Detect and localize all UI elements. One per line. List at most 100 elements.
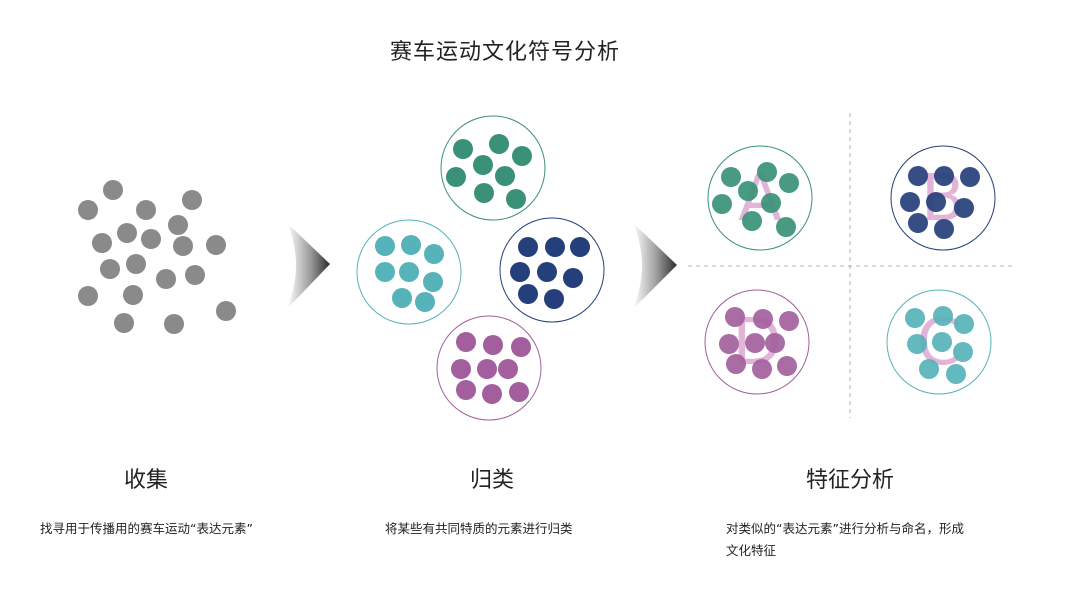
- cluster-dot: [489, 134, 509, 154]
- cluster-dot: [483, 335, 503, 355]
- quadrant-dot: [712, 194, 732, 214]
- cluster-dot: [456, 380, 476, 400]
- quadrant-dot: [757, 162, 777, 182]
- cluster-dot: [545, 237, 565, 257]
- gray-dot: [156, 269, 176, 289]
- cluster-dot: [506, 189, 526, 209]
- gray-dot: [141, 229, 161, 249]
- gray-dot: [216, 301, 236, 321]
- cluster-dot: [401, 235, 421, 255]
- gray-dot: [136, 200, 156, 220]
- cluster-dot: [424, 244, 444, 264]
- gray-dot: [182, 190, 202, 210]
- gray-dot: [185, 265, 205, 285]
- cluster-dot: [482, 384, 502, 404]
- quadrant-dot: [926, 192, 946, 212]
- quadrant-dot: [919, 359, 939, 379]
- quadrant-circle: [707, 145, 813, 251]
- quadrant-dot: [954, 314, 974, 334]
- gray-dot: [78, 200, 98, 220]
- cluster-dot: [446, 167, 466, 187]
- quadrant-dot: [721, 167, 741, 187]
- quadrant-dot: [777, 356, 797, 376]
- quadrant-dot: [905, 308, 925, 328]
- gray-dot: [206, 235, 226, 255]
- step-desc-collect: 找寻用于传播用的赛车运动“表达元素”: [40, 521, 253, 536]
- cluster-dot: [474, 183, 494, 203]
- cluster-dot: [498, 359, 518, 379]
- quadrant-dot: [934, 219, 954, 239]
- cluster-dot: [473, 155, 493, 175]
- quadrant-dot: [719, 334, 739, 354]
- cluster-dot: [415, 292, 435, 312]
- quadrant-dot: [761, 193, 781, 213]
- gray-dot: [164, 314, 184, 334]
- quadrant-dot: [907, 334, 927, 354]
- gray-dot: [100, 259, 120, 279]
- step-heading-collect: 收集: [124, 468, 169, 493]
- quadrant-circle: [890, 145, 996, 251]
- cluster-dot: [518, 284, 538, 304]
- quadrant-dot: [908, 166, 928, 186]
- cluster-dot: [518, 237, 538, 257]
- gray-dot: [78, 286, 98, 306]
- cluster-dot: [423, 272, 443, 292]
- gray-dot: [92, 233, 112, 253]
- step-desc-classify: 将某些有共同特质的元素进行归类: [385, 521, 573, 536]
- quadrant-dot: [745, 333, 765, 353]
- quadrant-dot: [934, 166, 954, 186]
- quadrant-dot: [776, 217, 796, 237]
- gray-dot: [173, 236, 193, 256]
- cluster-dot: [375, 236, 395, 256]
- step-heading-analyze: 特征分析: [806, 468, 895, 493]
- quadrant-dot: [954, 198, 974, 218]
- gray-dot: [117, 223, 137, 243]
- chevron-right-icon: [633, 223, 677, 309]
- cluster-circle: [356, 219, 462, 325]
- quadrant-dot: [779, 173, 799, 193]
- page-title: 赛车运动文化符号分析: [389, 40, 620, 65]
- cluster-dot: [451, 359, 471, 379]
- cluster-dot: [399, 262, 419, 282]
- quadrant-dot: [953, 342, 973, 362]
- quadrant-dot: [960, 167, 980, 187]
- cluster-dot: [563, 268, 583, 288]
- quadrant-dot: [765, 333, 785, 353]
- step-heading-classify: 归类: [470, 468, 515, 493]
- quadrant-dot: [779, 311, 799, 331]
- quadrant-dot: [726, 354, 746, 374]
- cluster-dot: [570, 237, 590, 257]
- gray-dot: [126, 254, 146, 274]
- quadrant-circle: [704, 289, 810, 395]
- quadrant-dot: [742, 211, 762, 231]
- cluster-dot: [495, 166, 515, 186]
- cluster-circle: [436, 315, 542, 421]
- collect-dots-group: [78, 180, 236, 334]
- analysis-quadrants-group: ABCD: [688, 113, 1013, 418]
- cluster-dot: [509, 382, 529, 402]
- cluster-dot: [392, 288, 412, 308]
- cluster-dot: [477, 359, 497, 379]
- quadrant-dot: [908, 213, 928, 233]
- quadrant-dot: [946, 364, 966, 384]
- classify-clusters-group: [356, 115, 605, 421]
- gray-dot: [123, 285, 143, 305]
- quadrant-dot: [900, 192, 920, 212]
- cluster-circle: [499, 217, 605, 323]
- quadrant-circle: [886, 289, 992, 395]
- quadrant-dot: [725, 307, 745, 327]
- quadrant-dot: [752, 359, 772, 379]
- gray-dot: [168, 215, 188, 235]
- quadrant-dot: [932, 332, 952, 352]
- cluster-dot: [453, 139, 473, 159]
- cluster-dot: [512, 146, 532, 166]
- step-desc-analyze: 对类似的“表达元素”进行分析与命名，形成文化特征: [726, 521, 964, 558]
- quadrant-dot: [738, 181, 758, 201]
- cluster-dot: [456, 332, 476, 352]
- quadrant-dot: [753, 309, 773, 329]
- cluster-dot: [537, 262, 557, 282]
- gray-dot: [114, 313, 134, 333]
- cluster-dot: [511, 337, 531, 357]
- cluster-circle: [440, 115, 546, 221]
